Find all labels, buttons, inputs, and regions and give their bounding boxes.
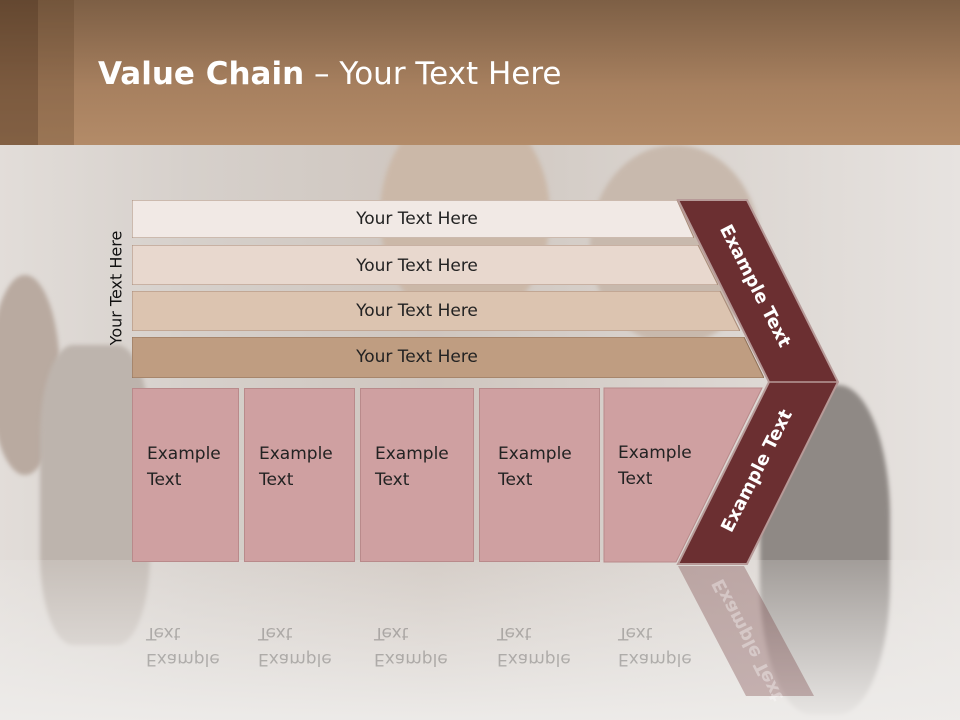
bar-1-shape [132, 200, 694, 238]
title-banner: Value Chain – Your Text Here [0, 0, 960, 145]
background-fade [0, 560, 960, 720]
slide-title[interactable]: Value Chain – Your Text Here [98, 56, 561, 92]
box-line1: Example [618, 443, 692, 463]
box-line2: Text [147, 470, 182, 490]
side-label[interactable]: Your Text Here [106, 230, 126, 346]
box-line1: Example [147, 444, 221, 464]
bar-3-label: Your Text Here [356, 301, 478, 321]
box-line2: Text [618, 469, 653, 489]
bar-3[interactable]: Your Text Here [132, 291, 740, 331]
bar-1[interactable]: Your Text Here [132, 200, 694, 238]
box-line2: Text [498, 470, 533, 490]
bar-2[interactable]: Your Text Here [132, 245, 718, 285]
chevron-reflection [678, 566, 814, 696]
bar-1-label: Your Text Here [356, 209, 478, 229]
box-line1: Example [498, 444, 572, 464]
banner-stripe [38, 0, 74, 145]
bar-4-label: Your Text Here [356, 347, 478, 367]
title-bold: Value Chain [98, 56, 305, 92]
bar-3-shape [132, 291, 740, 331]
box-line1: Example [375, 444, 449, 464]
bar-2-shape [132, 245, 718, 285]
title-rest: – Your Text Here [304, 56, 562, 92]
bar-4-shape [132, 337, 764, 378]
banner-stripe [0, 0, 38, 145]
box-line1: Example [259, 444, 333, 464]
example-box-5-shape [603, 387, 763, 563]
box-line2: Text [375, 470, 410, 490]
chevron-arrow [676, 199, 840, 565]
bar-2-label: Your Text Here [356, 256, 478, 276]
box-line2: Text [259, 470, 294, 490]
bar-4[interactable]: Your Text Here [132, 337, 764, 378]
